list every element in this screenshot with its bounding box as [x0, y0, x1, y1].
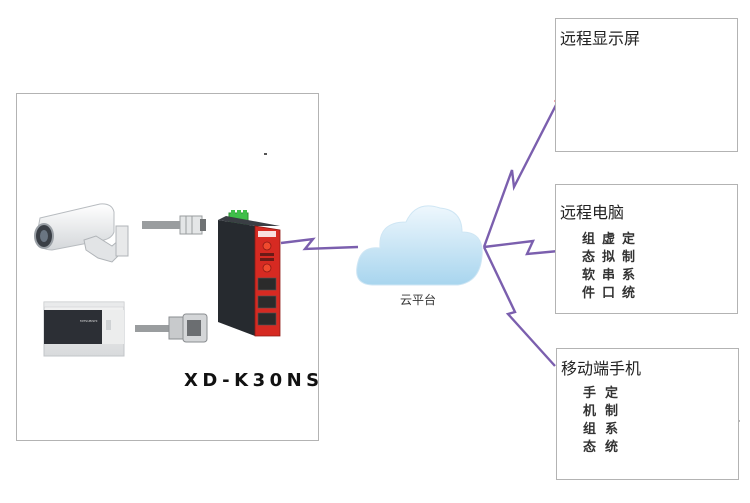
- feature-char: 软: [582, 268, 596, 283]
- feature-char: 统: [622, 286, 636, 301]
- feature-char: 态: [583, 440, 597, 455]
- svg-text:MITSUBISHI: MITSUBISHI: [80, 319, 98, 323]
- feature-char: 系: [605, 422, 619, 437]
- remote-pc-title: 远程电脑: [560, 203, 625, 222]
- mobile-feature-list: 手 定 机 制 组 系 态 统: [583, 385, 627, 457]
- remote-display-panel: 远程显示屏: [555, 18, 738, 152]
- remote-display-title: 远程显示屏: [560, 29, 641, 48]
- feature-char: 定: [622, 232, 636, 247]
- plc-icon: MITSUBISHI: [43, 301, 125, 357]
- links: [280, 104, 581, 367]
- feature-char: 虚: [602, 232, 616, 247]
- link-cloud-display: [482, 104, 558, 248]
- serial-cable-icon: [135, 313, 208, 343]
- mobile-panel: 移动端手机 手 定 机 制 组 系 态 统: [556, 348, 739, 480]
- pc-feature-list: 组 虚 定 态 拟 制 软 串 系 件 口 统: [582, 231, 642, 303]
- feature-char: 组: [583, 422, 597, 437]
- feature-char: 态: [582, 250, 596, 265]
- feature-char: 制: [605, 404, 619, 419]
- feature-char: 定: [605, 386, 619, 401]
- link-cloud-pc: [483, 239, 581, 256]
- ethernet-cable-icon: [142, 215, 206, 235]
- feature-char: 口: [602, 286, 616, 301]
- remote-pc-panel: 远程电脑 组 虚 定 态 拟 制 软 串 系 件 口 统: [555, 184, 738, 314]
- feature-char: 组: [582, 232, 596, 247]
- industrial-gateway-icon: [218, 210, 281, 337]
- cloud-icon: [356, 205, 483, 286]
- stray-mark: [264, 153, 267, 155]
- feature-char: 制: [622, 250, 636, 265]
- link-cloud-mobile: [482, 246, 556, 367]
- feature-char: 统: [605, 440, 619, 455]
- feature-char: 系: [622, 268, 636, 283]
- cloud-platform-label: 云平台: [400, 293, 437, 307]
- feature-char: 拟: [602, 250, 616, 265]
- gateway-model-label: XD-K30NS: [184, 370, 324, 391]
- feature-char: 串: [602, 268, 616, 283]
- feature-char: 件: [582, 286, 596, 301]
- feature-char: 机: [583, 404, 597, 419]
- mobile-title: 移动端手机: [561, 359, 642, 378]
- camera-icon: [34, 203, 129, 263]
- link-gateway-cloud: [280, 237, 359, 251]
- feature-char: 手: [583, 386, 597, 401]
